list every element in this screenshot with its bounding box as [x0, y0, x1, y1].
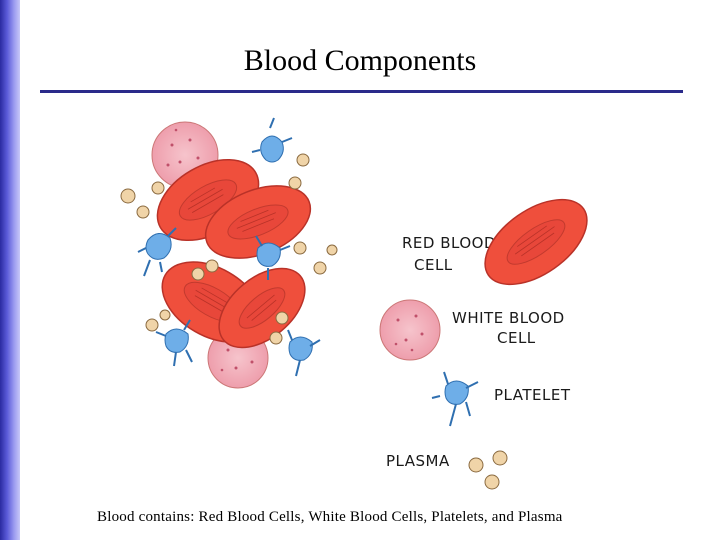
- title-divider: [40, 90, 683, 93]
- red-blood-cell: [218, 267, 306, 349]
- platelet: [155, 319, 193, 367]
- red-blood-cell: [204, 185, 312, 259]
- legend-white-blood-cell-label-1: WHITE BLOOD: [452, 309, 565, 327]
- slide-title: Blood Components: [243, 44, 477, 77]
- platelet: [287, 329, 321, 377]
- platelet: [251, 117, 293, 163]
- legend-red-blood-cell-label-1: RED BLOOD: [402, 234, 496, 252]
- legend-plasma-label: PLASMA: [386, 452, 450, 470]
- slide-caption: Blood contains: Red Blood Cells, White B…: [97, 509, 563, 525]
- plasma-particles: [120, 153, 338, 345]
- legend-red-blood-cell: RED BLOOD CELL: [402, 198, 588, 286]
- red-blood-cell-icon: [484, 198, 588, 286]
- plasma-icon: [468, 450, 508, 490]
- platelet: [137, 227, 177, 277]
- legend-white-blood-cell-label-2: CELL: [497, 329, 536, 347]
- platelet: [255, 235, 291, 280]
- legend-platelet: PLATELET: [431, 371, 571, 427]
- legend-red-blood-cell-label-2: CELL: [414, 256, 453, 274]
- platelet-icon: [431, 371, 479, 427]
- legend-platelet-label: PLATELET: [494, 386, 571, 404]
- red-blood-cell: [156, 158, 260, 242]
- white-blood-cell-icon: [379, 299, 441, 361]
- slide-sidebar: [0, 0, 20, 540]
- legend-plasma: PLASMA: [386, 450, 508, 490]
- legend-white-blood-cell: WHITE BLOOD CELL: [379, 299, 565, 361]
